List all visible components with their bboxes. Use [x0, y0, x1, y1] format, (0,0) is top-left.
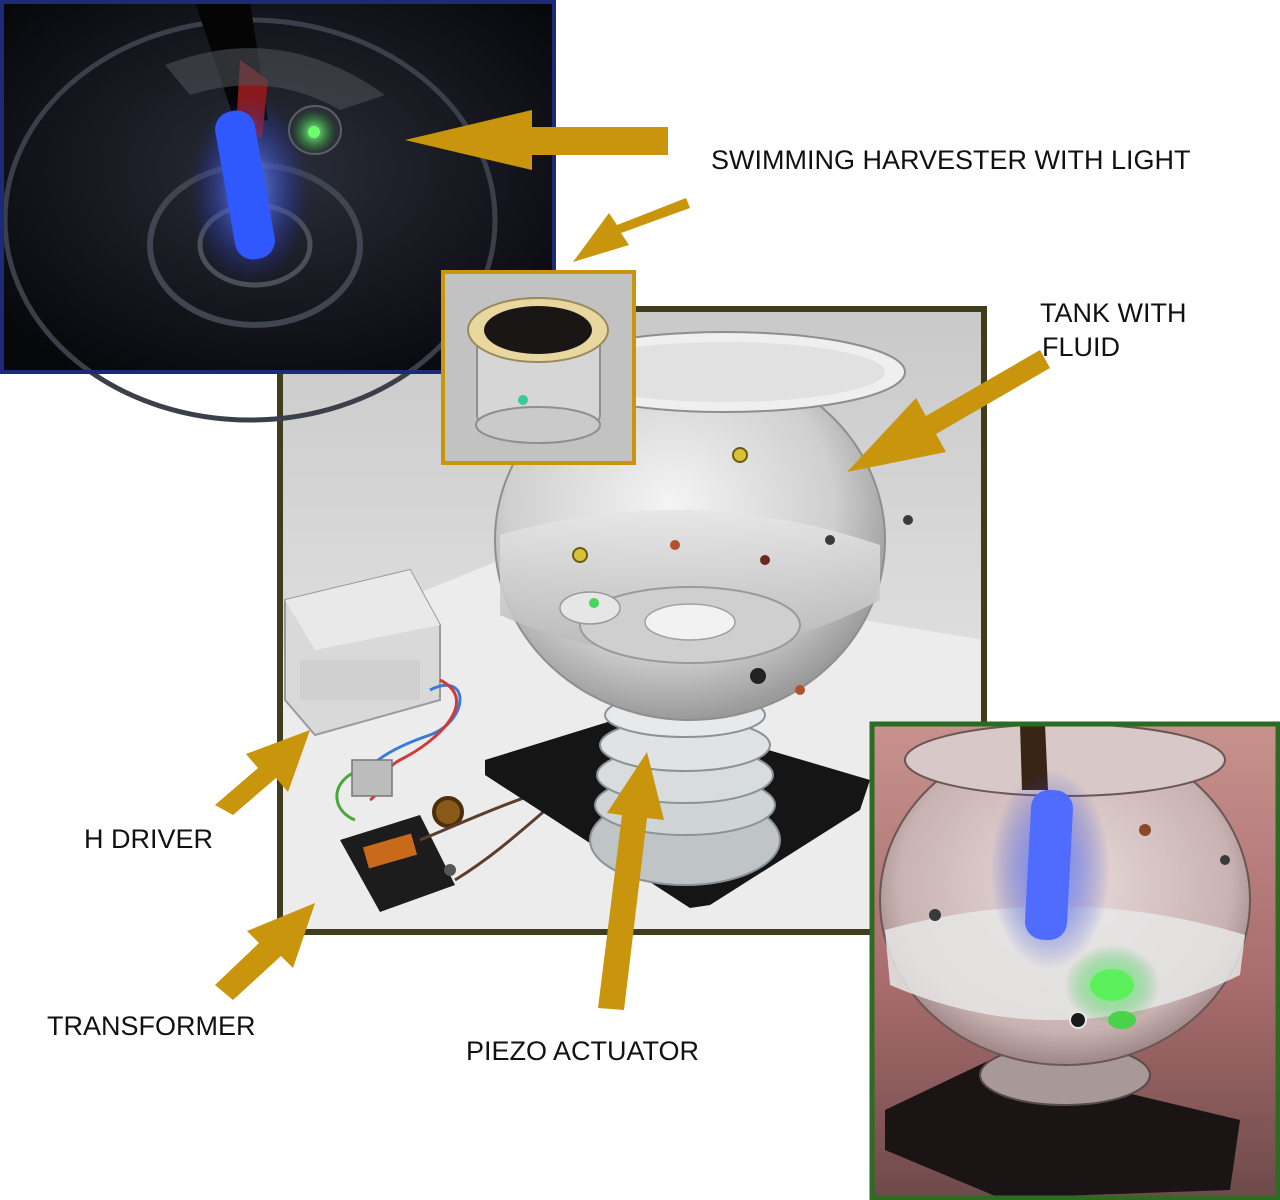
lit-tank-dot — [1069, 1011, 1087, 1029]
label-swimming-harvester: SWIMMING HARVESTER WITH LIGHT — [711, 145, 1191, 175]
arrow-to-piezo — [598, 752, 664, 1010]
bowl-reflection — [165, 48, 385, 110]
toroid-inductor — [432, 796, 464, 828]
lit-tank-dot — [1220, 855, 1230, 865]
arrow-to-transformer — [215, 903, 315, 1000]
green-led — [308, 126, 320, 138]
blue-led-probe — [215, 110, 275, 260]
h-driver-box — [284, 568, 441, 737]
label-tank-line-1: TANK WITH — [1040, 298, 1187, 328]
lit-tank-frame — [869, 721, 1280, 1200]
transformer-board — [340, 815, 456, 912]
arrow-to-tank — [847, 350, 1050, 472]
harvester-jar-base — [475, 406, 601, 444]
lit-blue-probe — [1025, 789, 1073, 941]
label-tank-line-2: FLUID — [1042, 332, 1121, 362]
lit-tank-base-plate — [885, 1060, 1240, 1198]
harvester-led — [518, 395, 528, 405]
lit-green-led — [1090, 969, 1134, 1001]
top-view-frame — [0, 0, 556, 374]
label-h-driver: H DRIVER — [84, 824, 214, 854]
arrow-to-harvester-inset — [573, 198, 690, 262]
label-piezo-actuator: PIEZO ACTUATOR — [466, 1036, 700, 1066]
arrow-to-h-driver — [215, 730, 310, 815]
piezo-membrane — [484, 306, 592, 354]
arrows — [215, 110, 1050, 1010]
harvester-inset-photo — [441, 270, 636, 465]
harvester-inset-frame — [441, 270, 636, 465]
terminal-block — [351, 759, 393, 797]
lit-tank-photo — [869, 721, 1280, 1200]
lit-tank-dot — [929, 909, 941, 921]
label-tank-with-fluid: TANK WITH FLUID — [1040, 296, 1186, 364]
lit-green-led-2 — [1108, 1011, 1136, 1029]
lit-tank-dot — [1139, 824, 1151, 836]
arrow-to-top-view — [405, 110, 668, 170]
label-transformer: TRANSFORMER — [47, 1011, 256, 1041]
